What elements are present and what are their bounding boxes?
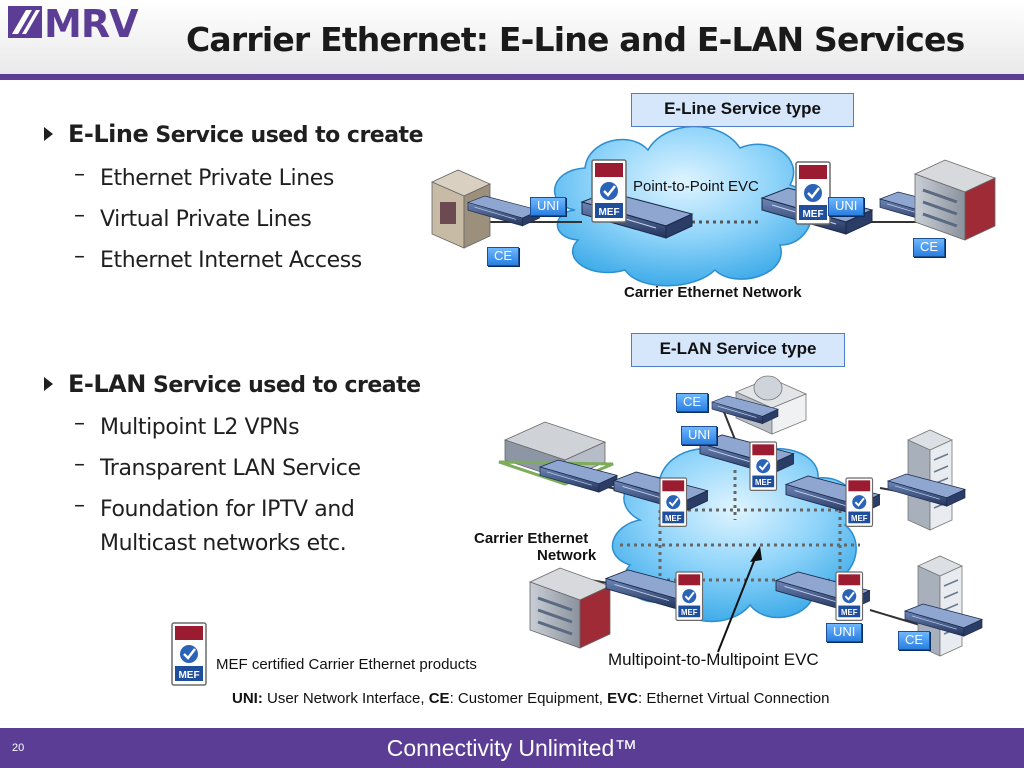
mef-badge-icon [659, 477, 688, 528]
bullet-lead: E-Line [68, 120, 149, 148]
mrv-logo-text: MRV [44, 2, 138, 46]
elan-uni-tag-bottom: UNI [826, 623, 863, 642]
eline-type-label: E-Line Service type [631, 93, 854, 127]
mef-badge-icon [590, 158, 628, 224]
slide-title: Carrier Ethernet: E-Line and E-LAN Servi… [186, 20, 965, 59]
elan-network-label-line1: Carrier Ethernet [474, 530, 589, 547]
mrv-logo: MRV [8, 2, 158, 46]
mef-legend-text: MEF certified Carrier Ethernet products [216, 656, 477, 673]
mrv-logo-mark-icon [8, 6, 42, 38]
elan-network-label-line2: Network [537, 547, 597, 564]
sub-bullet: –Virtual Private Lines [74, 203, 312, 232]
eline-ce-tag-left: CE [487, 247, 520, 266]
sub-bullet: –Multipoint L2 VPNs [74, 411, 300, 440]
header-bar [0, 0, 1024, 74]
sub-bullet: –Transparent LAN Service [74, 452, 361, 481]
eline-uni-tag-left: UNI [530, 197, 567, 216]
elan-evc-label: Multipoint-to-Multipoint EVC [608, 650, 819, 669]
footer-tagline: Connectivity Unlimited™ [386, 735, 638, 761]
elan-ce-tag-top: CE [676, 393, 709, 412]
bullet-elan: E-LAN Service used to create [44, 370, 421, 398]
mef-badge-icon [794, 160, 832, 226]
abbreviation-definitions: UNI: User Network Interface, CE: Custome… [232, 690, 830, 707]
bullet-lead: E-LAN [68, 370, 146, 398]
elan-type-label: E-LAN Service type [631, 333, 845, 367]
mef-legend-badge-icon [170, 621, 208, 687]
sub-bullet: –Ethernet Private Lines [74, 162, 334, 191]
eline-building-right [913, 158, 997, 242]
slide-number: 20 [12, 742, 25, 754]
eline-uni-tag-right: UNI [828, 197, 865, 216]
bullet-rest: Service used to create [148, 123, 423, 148]
mef-badge-icon [835, 571, 864, 622]
footer-bar: 20 Connectivity Unlimited™ [0, 728, 1024, 768]
bullet-arrow-icon [44, 377, 53, 391]
sub-bullet: –Foundation for IPTV and Multicast netwo… [74, 493, 355, 556]
mef-badge-icon [845, 477, 874, 528]
bullet-rest: Service used to create [145, 373, 421, 398]
sub-bullet: –Ethernet Internet Access [74, 244, 362, 273]
elan-ce-tag-bottom: CE [898, 631, 931, 650]
elan-uni-tag-top: UNI [681, 426, 718, 445]
eline-ce-tag-right: CE [913, 238, 946, 257]
eline-evc-label: Point-to-Point EVC [633, 178, 759, 195]
bullet-eline: E-Line Service used to create [44, 120, 423, 148]
evc-pointer-arrow [717, 555, 757, 653]
mef-badge-icon [675, 571, 704, 622]
mef-badge-icon [749, 441, 778, 492]
header-rule [0, 74, 1024, 80]
bullet-arrow-icon [44, 127, 53, 141]
eline-network-label: Carrier Ethernet Network [624, 284, 802, 301]
elan-building-bottom-left [528, 566, 612, 650]
